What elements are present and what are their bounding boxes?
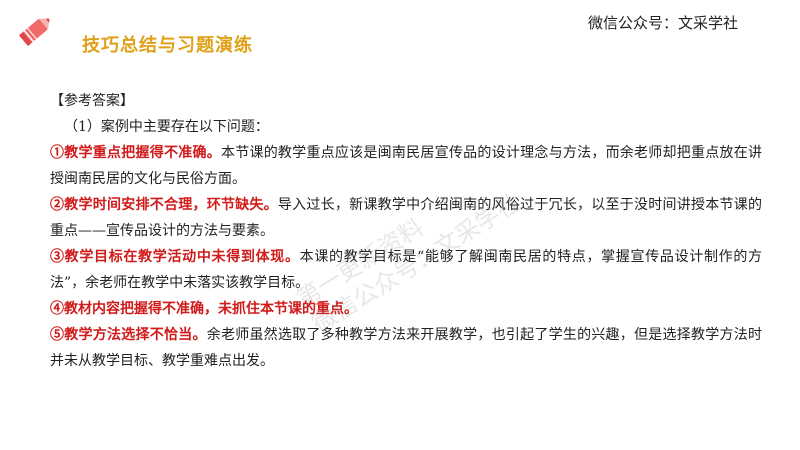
answer-item: ①教学重点把握得不准确。本节课的教学重点应该是闽南民居宣传品的设计理念与方法，而… xyxy=(50,140,762,192)
answer-item-highlight: ③教学目标在教学活动中未得到体现。 xyxy=(50,249,300,265)
answer-label: 【参考答案】 xyxy=(50,93,134,109)
answer-item: ②教学时间安排不合理，环节缺失。导入过长，新课教学中介绍闽南的风俗过于冗长，以至… xyxy=(50,192,762,244)
answer-item: ④教材内容把握得不准确，未抓住本节课的重点。 xyxy=(50,296,762,322)
wechat-account-label: 微信公众号：文采学社 xyxy=(587,14,738,32)
answer-item: ⑤教学方法选择不恰当。余老师虽然选取了多种教学方法来开展教学，也引起了学生的兴趣… xyxy=(50,322,762,374)
answer-item-text: 本节课的教学重点应该是闽南民居宣传品的设计理念与方法，而余老师却把重点放在讲授闽… xyxy=(50,145,763,187)
answer-item-text: 导入过长，新课教学中介绍闽南的风俗过于冗长，以至于没时间讲授本节课的重点——宣传… xyxy=(50,197,763,239)
answer-item-highlight: ④教材内容把握得不准确，未抓住本节课的重点。 xyxy=(50,301,358,317)
answer-section: 【参考答案】 （1）案例中主要存在以下问题： ①教学重点把握得不准确。本节课的教… xyxy=(50,88,762,374)
page-title: 技巧总结与习题演练 xyxy=(82,35,253,56)
pencil-icon xyxy=(19,18,50,47)
answer-intro: （1）案例中主要存在以下问题： xyxy=(64,119,269,135)
answer-item-text: 余老师虽然选取了多种教学方法来开展教学，也引起了学生的兴趣，但是选择教学方法时并… xyxy=(50,327,763,369)
answer-item-highlight: ①教学重点把握得不准确。 xyxy=(50,145,221,161)
answer-item: ③教学目标在教学活动中未得到体现。本课的教学目标是“能够了解闽南民居的特点，掌握… xyxy=(50,244,762,296)
answer-item-text: 本课的教学目标是“能够了解闽南民居的特点，掌握宣传品设计制作的方法”，余老师在教… xyxy=(50,249,763,291)
answer-item-highlight: ⑤教学方法选择不恰当。 xyxy=(50,327,207,343)
answer-item-highlight: ②教学时间安排不合理，环节缺失。 xyxy=(50,197,278,213)
